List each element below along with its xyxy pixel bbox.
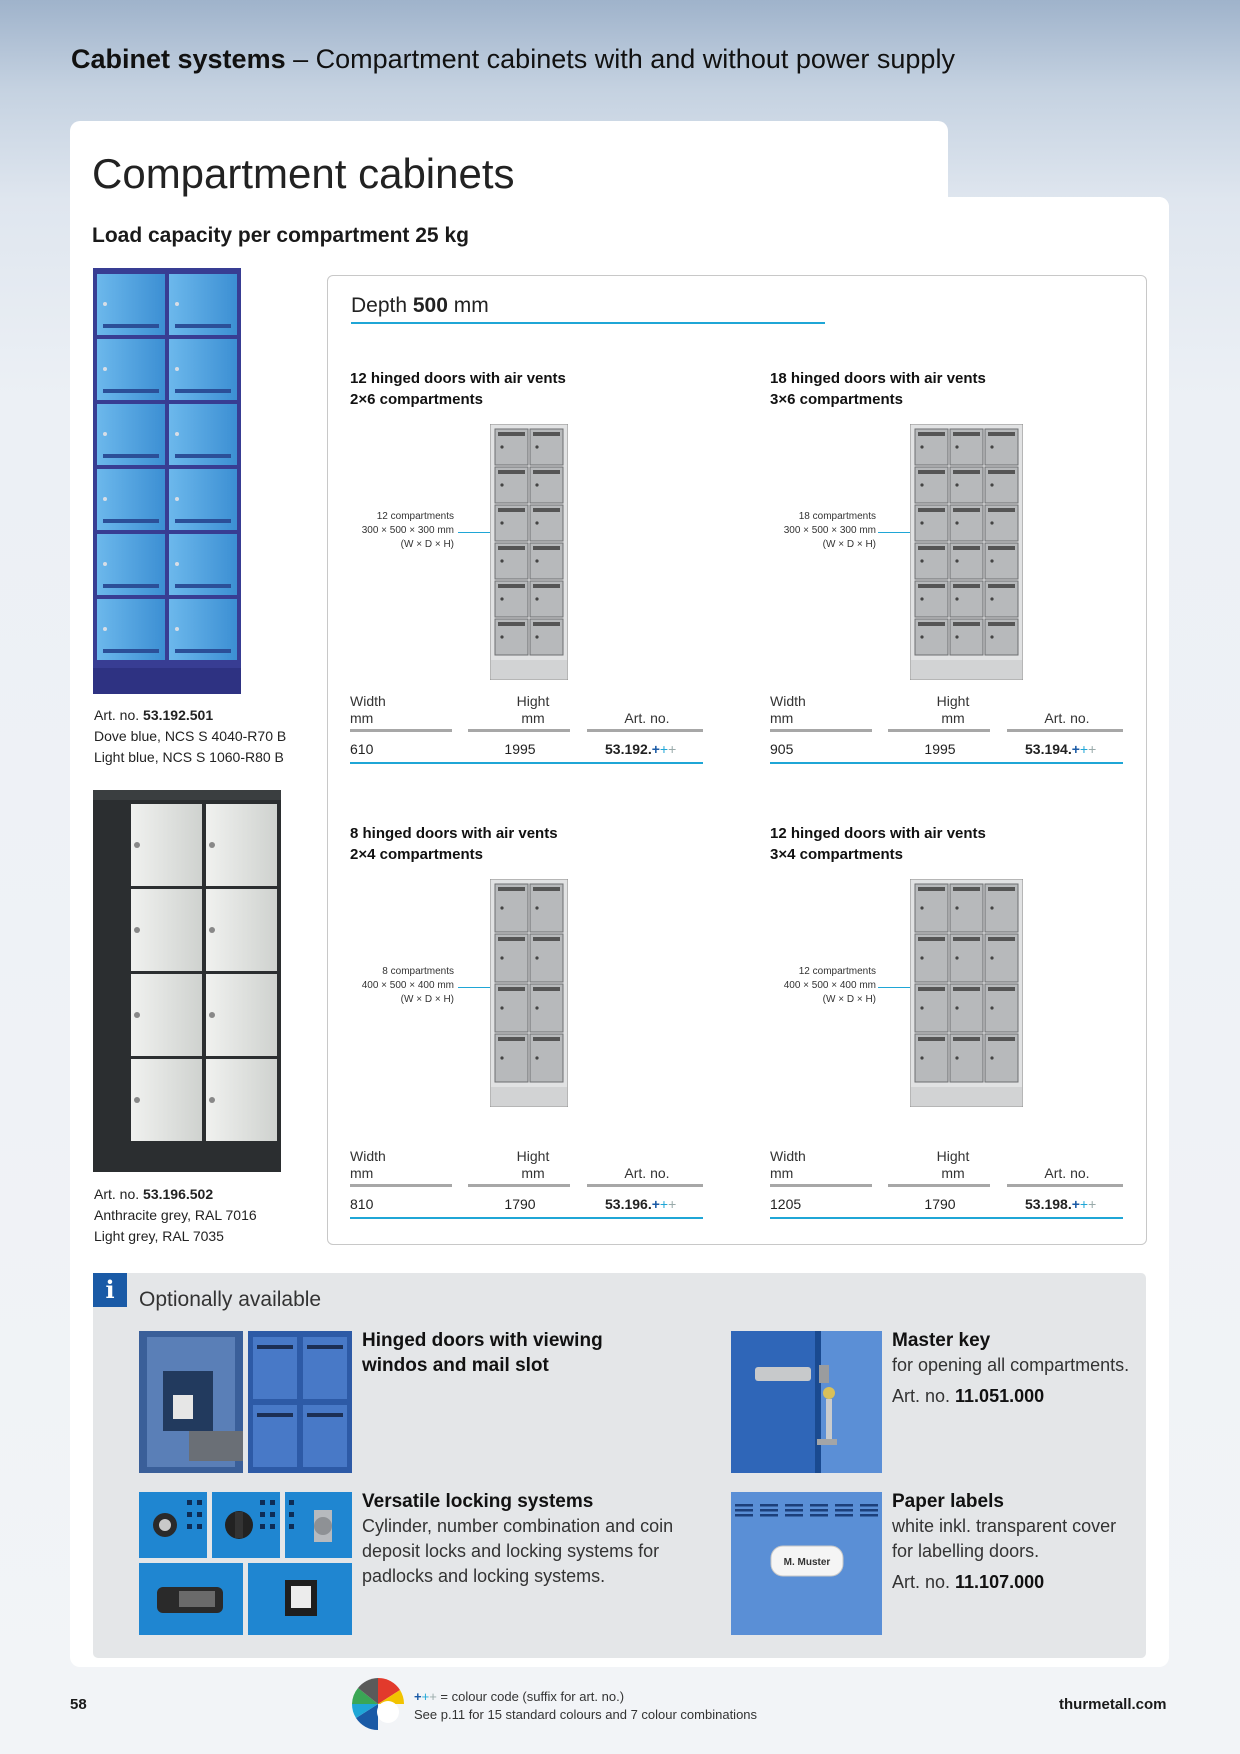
width-value: 905 <box>770 741 794 757</box>
cabinet-drawing <box>910 424 1023 680</box>
product-1-info: Art. no. 53.192.501 Dove blue, NCS S 404… <box>94 707 287 765</box>
cabinet-drawing <box>490 879 568 1107</box>
blue-cabinet-photo <box>93 268 241 694</box>
art-label: Art. no. <box>1044 710 1090 726</box>
locking-systems-photo <box>139 1492 352 1635</box>
height-value: 1790 <box>924 1196 956 1212</box>
master-key-photo <box>731 1331 882 1473</box>
art-label: Art. no. <box>624 710 670 726</box>
callout-line <box>878 987 938 988</box>
load-capacity: Load capacity per compartment 25 kg <box>92 224 469 247</box>
colour-legend: +++ = colour code (suffix for art. no.) … <box>414 1689 758 1722</box>
page-header: Cabinet systems – Compartment cabinets w… <box>71 44 955 74</box>
opt-paper-labels-text: Paper labels white inkl. transparent cov… <box>892 1491 1117 1592</box>
info-icon: i <box>93 1273 127 1307</box>
art-value: 53.196.+++ <box>605 1196 677 1212</box>
callout-line <box>458 987 513 988</box>
width-value: 810 <box>350 1196 374 1212</box>
viewing-doors-photo <box>139 1331 352 1473</box>
callout-line <box>458 532 513 533</box>
page-title: Compartment cabinets <box>92 150 515 197</box>
art-label: Art. no. <box>624 1165 670 1181</box>
depth-heading: Depth 500 mm <box>351 294 489 317</box>
callout-line <box>878 532 938 533</box>
site-url: thurmetall.com <box>1059 1696 1167 1713</box>
paper-labels-photo: M. Muster <box>731 1492 882 1635</box>
art-label: Art. no. <box>1044 1165 1090 1181</box>
height-value: 1995 <box>924 741 956 757</box>
card-tab <box>70 121 948 211</box>
art-value: 53.192.+++ <box>605 741 677 757</box>
colour-wheel-icon <box>351 1677 405 1731</box>
cabinet-drawing <box>490 424 568 680</box>
width-value: 610 <box>350 741 374 757</box>
opt-viewing-doors-title: Hinged doors with viewing windos and mai… <box>362 1330 603 1376</box>
width-value: 1205 <box>770 1196 802 1212</box>
opt-locking-text: Versatile locking systems Cylinder, numb… <box>362 1491 674 1586</box>
grey-cabinet-photo <box>93 790 281 1172</box>
cabinet-drawing <box>910 879 1023 1107</box>
height-value: 1790 <box>504 1196 536 1212</box>
art-value: 53.194.+++ <box>1025 741 1097 757</box>
card-notch <box>948 197 1169 227</box>
depth-panel <box>327 275 1147 1245</box>
depth-underline <box>351 322 825 324</box>
product-2-info: Art. no. 53.196.502 Anthracite grey, RAL… <box>94 1186 257 1244</box>
label-sample-text: M. Muster <box>784 1557 831 1568</box>
art-value: 53.198.+++ <box>1025 1196 1097 1212</box>
opt-master-key-text: Master key for opening all compartments.… <box>892 1330 1130 1406</box>
height-value: 1995 <box>504 741 536 757</box>
page-number: 58 <box>70 1696 87 1713</box>
optional-title: Optionally available <box>139 1288 322 1311</box>
